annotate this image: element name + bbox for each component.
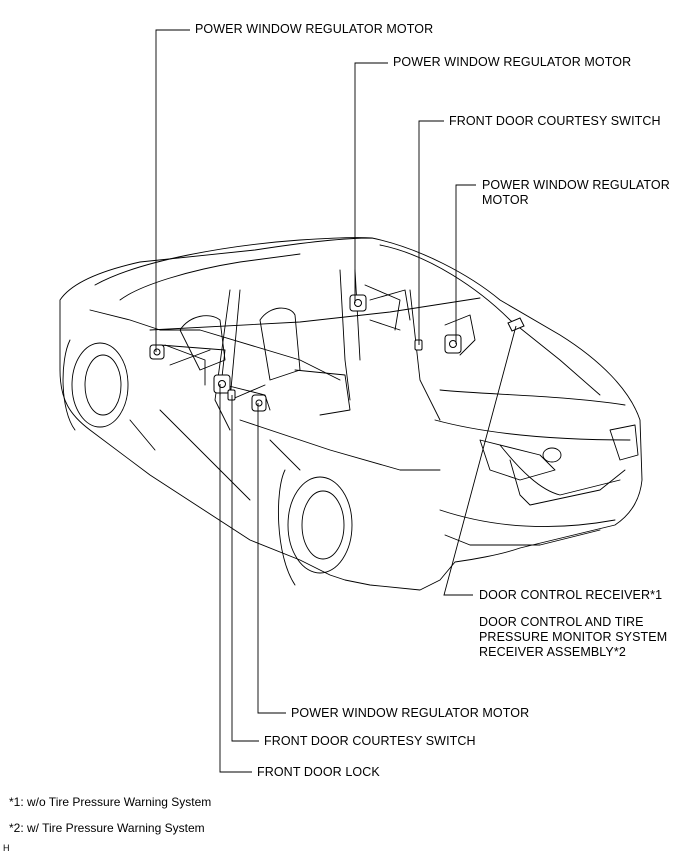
label-pwrm-rear-right: POWER WINDOW REGULATOR MOTOR	[393, 55, 632, 69]
label-pwrm-front-right: POWER WINDOW REGULATOR MOTOR	[482, 178, 670, 207]
label-pwrm-rear-left: POWER WINDOW REGULATOR MOTOR	[195, 22, 434, 36]
leader-door-control-receiver	[443, 325, 517, 596]
label-fdcs-right: FRONT DOOR COURTESY SWITCH	[449, 114, 661, 128]
front-left-door-lock-part	[213, 374, 231, 394]
door-control-receiver-part	[507, 317, 525, 332]
leader-front-door-lock	[219, 384, 252, 773]
label-pwrm-front-left: POWER WINDOW REGULATOR MOTOR	[291, 706, 530, 720]
leader-fdcs-right	[418, 120, 444, 345]
corner-mark: H	[3, 843, 10, 853]
front-right-regulator-motor-part	[444, 334, 462, 354]
rear-left-regulator-motor-part	[149, 344, 165, 360]
leader-pwrm-rear-right	[354, 62, 388, 303]
label-fdcs-left: FRONT DOOR COURTESY SWITCH	[264, 734, 476, 748]
footnote-1: *1: w/o Tire Pressure Warning System	[9, 795, 212, 809]
car-body-outline	[59, 237, 643, 591]
front-left-door-courtesy-switch-part	[227, 389, 236, 401]
leader-pwrm-rear-left	[155, 29, 190, 352]
label-door-control-receiver: DOOR CONTROL RECEIVER*1	[479, 588, 663, 602]
leader-fdcs-left	[231, 395, 259, 742]
front-right-door-courtesy-switch-part	[414, 339, 423, 351]
label-front-door-lock: FRONT DOOR LOCK	[257, 765, 380, 779]
rear-right-regulator-motor-part	[349, 294, 367, 312]
front-left-regulator-motor-part	[251, 394, 267, 412]
label-door-control-tpms: DOOR CONTROL AND TIRE PRESSURE MONITOR S…	[479, 615, 668, 659]
leader-pwrm-front-left	[257, 403, 286, 714]
footnote-2: *2: w/ Tire Pressure Warning System	[9, 821, 205, 835]
leader-pwrm-front-right	[455, 184, 476, 344]
